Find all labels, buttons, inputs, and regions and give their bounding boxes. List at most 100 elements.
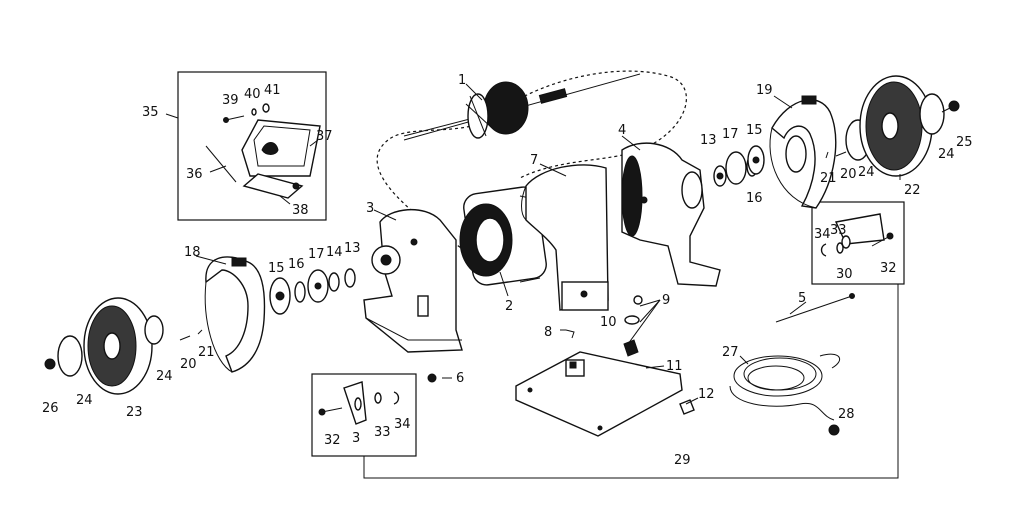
callout-29: 29 [674,453,691,468]
left-flange [269,277,291,315]
left-inner-flange [144,315,164,345]
callout-9: 9 [662,293,670,308]
callout-33-right: 33 [830,223,847,238]
callout-32-left: 32 [324,433,341,448]
callout-21-right: 21 [820,171,837,186]
callout-21-left: 21 [198,345,215,360]
callout-17-left: 17 [308,247,325,262]
left-wheel-guard [204,256,266,373]
callout-28: 28 [838,407,855,422]
callout-32-right: 32 [880,261,897,276]
callout-12: 12 [698,387,715,402]
clip [565,329,575,339]
callout-24-left-inner: 24 [156,369,173,384]
left-washer [328,272,340,292]
right-nut [948,100,960,112]
shield-bracket [242,173,304,199]
left-guard-screw [179,335,191,341]
strain-relief [828,424,840,436]
right-wheel-guard [769,95,837,209]
callout-36: 36 [186,167,203,182]
base-plate [515,351,683,437]
foot [679,399,695,415]
left-spacer [294,281,306,303]
left-rest-washer [374,392,382,404]
callout-18: 18 [184,245,201,260]
callout-20-left: 20 [180,357,197,372]
callout-15-left: 15 [268,261,285,276]
callout-13-right: 13 [700,133,717,148]
callout-16-right: 16 [746,191,763,206]
eye-shield [241,119,321,177]
callout-26: 26 [42,401,59,416]
shield-nut [262,103,270,113]
left-rest-nut [393,391,400,405]
tool-rest-link-line [363,284,899,479]
right-tool-rest-box [811,201,905,285]
small-screw [427,373,437,383]
left-outer-flange [57,335,83,377]
shield-screw [223,115,245,123]
callout-34-left: 34 [394,417,411,432]
left-nut [44,358,56,370]
left-disc [307,269,329,303]
callout-5: 5 [798,291,806,306]
power-cord [729,353,841,421]
callout-34-right: 34 [814,227,831,242]
callout-23: 23 [126,405,143,420]
motor-housing [521,164,609,311]
callout-6: 6 [456,371,464,386]
left-end-bell [363,208,463,353]
callout-labels: 1 2 3 4 5 6 7 8 9 10 11 12 13 14 15 16 1… [42,73,973,468]
callout-3: 3 [366,201,374,216]
callout-10: 10 [600,315,617,330]
callout-39: 39 [222,93,239,108]
rotor-path [376,70,687,255]
callout-8: 8 [544,325,552,340]
left-bearing-washer [344,268,356,288]
callout-20-right: 20 [840,167,857,182]
callout-16-left: 16 [288,257,305,272]
right-rest-nut [820,243,827,257]
eye-shield-assembly-box [177,71,327,221]
left-tool-rest [343,381,367,425]
callout-33-left: 33 [374,425,391,440]
callout-15-right: 15 [746,123,763,138]
through-bolt [775,293,855,323]
right-tool-rest [834,213,885,249]
switch-hardware [623,295,643,357]
right-rest-washer [836,242,844,254]
callout-3-rest: 3 [352,431,360,446]
left-guard-pin [197,329,203,335]
callout-25: 25 [956,135,973,150]
right-outer-flange [919,93,945,135]
right-guard-pin [825,151,829,159]
callout-40: 40 [244,87,261,102]
left-rest-bolt [318,407,343,416]
left-grinding-wheel [83,297,153,395]
right-flange [747,145,765,175]
callout-13-left: 13 [344,241,361,256]
right-bearing-washer [713,165,727,187]
callout-27: 27 [722,345,739,360]
callout-38: 38 [292,203,309,218]
callout-37: 37 [316,129,333,144]
leader-lines [165,83,951,405]
right-rest-bolt [871,232,894,247]
callout-22: 22 [904,183,921,198]
shield-rod [205,145,237,183]
callout-1: 1 [458,73,466,88]
callout-24-left-outer: 24 [76,393,93,408]
callout-11: 11 [666,359,683,374]
callout-30: 30 [836,267,853,282]
callout-4: 4 [618,123,626,138]
callout-17-right: 17 [722,127,739,142]
switch-nut [624,315,640,325]
right-grinding-wheel [859,75,933,177]
shield-washer [251,108,257,116]
right-guard-screw [835,151,847,157]
callout-2: 2 [505,299,513,314]
callout-35: 35 [142,105,159,120]
